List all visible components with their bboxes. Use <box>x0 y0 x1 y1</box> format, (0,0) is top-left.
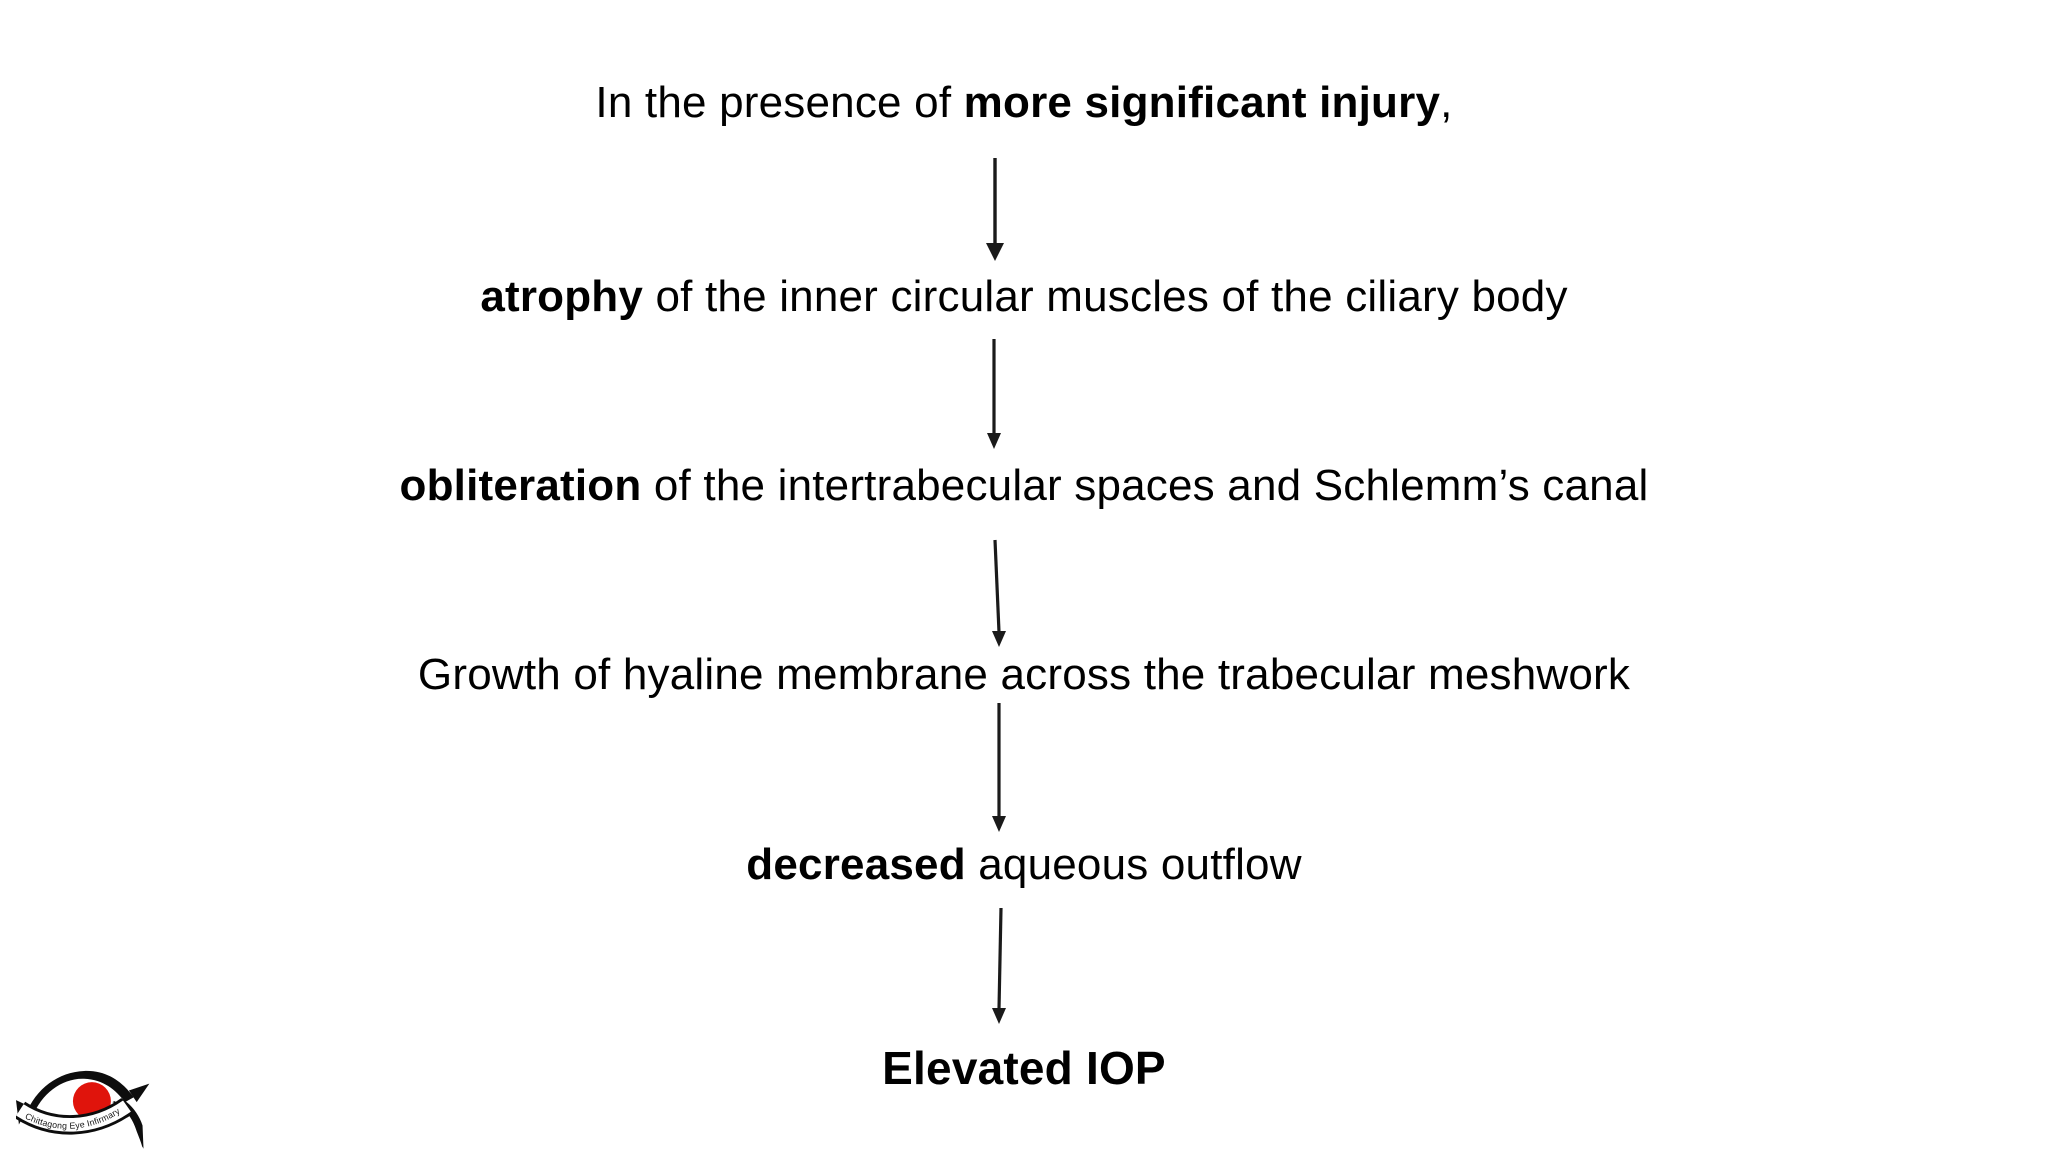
step-text: , <box>1440 78 1453 127</box>
down-arrow-icon <box>992 703 1006 832</box>
step-text-bold: atrophy <box>480 272 644 321</box>
flow-step-6: Elevated IOP <box>0 1042 2048 1095</box>
step-text-bold: more significant injury <box>963 78 1441 127</box>
step-text-bold: obliteration <box>399 461 642 510</box>
step-text: of the inner circular muscles of the cil… <box>643 272 1568 321</box>
eye-upper-lid-icon <box>25 1070 134 1117</box>
step-text: In the presence of <box>595 78 964 127</box>
flow-step-1: In the presence of more significant inju… <box>0 76 2048 129</box>
eye-tail-swoosh-icon <box>117 1098 144 1149</box>
flow-step-5: decreased aqueous outflow <box>0 838 2048 891</box>
down-arrow-icon <box>992 539 1006 647</box>
ribbon-band-icon <box>16 1100 131 1132</box>
flow-step-4: Growth of hyaline membrane across the tr… <box>0 648 2048 701</box>
step-text-bold: Elevated IOP <box>882 1042 1166 1094</box>
flow-step-2: atrophy of the inner circular muscles of… <box>0 270 2048 323</box>
down-arrow-icon <box>986 158 1004 261</box>
flow-step-3: obliteration of the intertrabecular spac… <box>0 459 2048 512</box>
eye-lash-flick-icon <box>128 1083 150 1103</box>
step-text: Growth of hyaline membrane across the tr… <box>417 650 1631 699</box>
step-text: aqueous outflow <box>965 840 1302 889</box>
down-arrow-icon <box>992 907 1006 1024</box>
down-arrow-icon <box>987 339 1001 449</box>
step-text: of the intertrabecular spaces and Schlem… <box>641 461 1649 510</box>
chittagong-eye-infirmary-logo: Chittagong Eye Infirmary <box>16 1070 150 1149</box>
step-text-bold: decreased <box>746 840 966 889</box>
